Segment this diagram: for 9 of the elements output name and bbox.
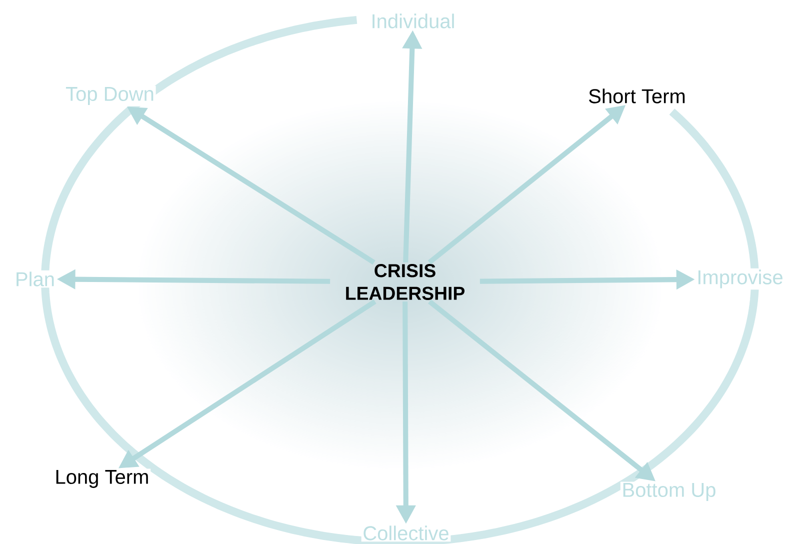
axis-label: Individual <box>369 12 457 30</box>
axis-label: Improvise <box>695 268 785 290</box>
axis-label: Long Term <box>53 468 151 490</box>
axis-label: Plan <box>14 270 56 288</box>
axis-label: Collective <box>361 524 451 542</box>
axis-label: Short Term <box>586 87 688 105</box>
axis-label: Bottom Up <box>620 482 718 502</box>
axis-label: Top Down <box>64 86 156 106</box>
center-title: CRISIS LEADERSHIP <box>346 264 465 300</box>
